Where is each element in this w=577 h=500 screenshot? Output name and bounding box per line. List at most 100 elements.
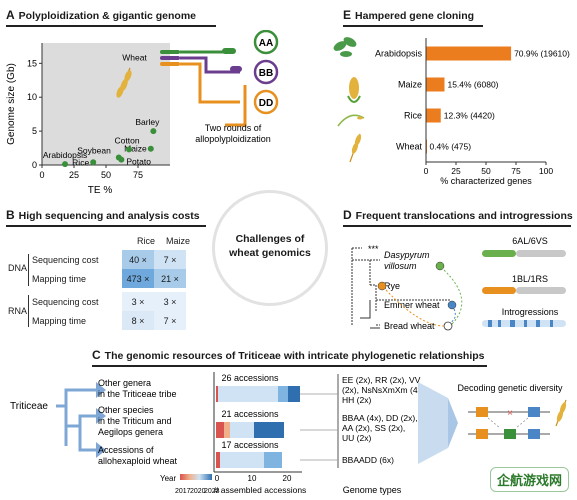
col-rice: Rice	[137, 236, 156, 246]
genome-types-label: Genome types	[343, 485, 402, 495]
subgenome-lines	[160, 48, 242, 104]
decoding-arrow	[418, 382, 448, 464]
bread-wheat-node	[443, 321, 453, 331]
svg-text:20: 20	[283, 474, 292, 483]
table-row: Mapping time 8 × 7 ×	[32, 311, 186, 330]
svg-text:2023: 2023	[204, 488, 220, 495]
table-row: Sequencing cost 40 × 7 ×	[32, 250, 186, 269]
bar-value-label: 15.4% (6080)	[447, 80, 498, 90]
translocation-6al-6vs: 6AL/6VS	[512, 236, 548, 246]
species-dasypyrum: Dasypyrum	[384, 250, 430, 260]
accession-bar-1	[216, 386, 300, 402]
x-tick-label: 75	[511, 166, 521, 176]
subgenome-dd-label: DD	[259, 98, 273, 109]
data-point	[62, 161, 69, 168]
svg-text:***: ***	[368, 244, 379, 254]
point-label: Potato	[126, 157, 151, 167]
species-rye: Rye	[384, 281, 400, 291]
data-point	[126, 146, 133, 153]
rna-label: RNA	[8, 306, 28, 316]
svg-text:2020: 2020	[190, 488, 206, 495]
rye-node	[377, 281, 387, 291]
x-tick-label: 100	[539, 166, 553, 176]
bar	[426, 46, 512, 61]
x-tick-label: 25	[451, 166, 461, 176]
genome-type-line: BBAA (4x), DD (2x),	[342, 413, 418, 423]
arabidopsis-icon	[333, 37, 357, 57]
center-title: Challenges of wheat genomics	[229, 233, 311, 259]
panel-d-underline	[343, 225, 571, 227]
genome-type-line: EE (2x), RR (2x), VV	[342, 375, 421, 385]
point-label: Cotton	[115, 135, 140, 145]
polyploidization-connector	[225, 85, 247, 127]
subgenome-aa-circle	[253, 30, 279, 55]
panel-c-resources: Triticeae Other genera in the Triticeae …	[10, 372, 567, 495]
accession-bar-3	[216, 452, 282, 468]
species-bread-wheat: Bread wheat	[384, 321, 435, 331]
svg-text:Aegilops genera: Aegilops genera	[98, 427, 163, 437]
genome-type-line: UU (2x)	[342, 433, 371, 443]
maize-icon	[347, 77, 361, 103]
accessions-count: 26 accessions	[221, 373, 279, 383]
caption-line-1: Two rounds of	[205, 123, 262, 133]
y-tick-label: 5	[32, 126, 37, 136]
bar	[426, 108, 441, 123]
phylogeny-tree	[56, 388, 96, 452]
year-legend-label: Year	[160, 474, 177, 483]
bar-value-label: 12.3% (4420)	[444, 111, 495, 121]
subgenome-bb-circle	[253, 59, 279, 85]
center-ring	[212, 190, 328, 306]
svg-text:0: 0	[215, 474, 220, 483]
svg-text:villosum: villosum	[384, 261, 417, 271]
translocation-1bl-1rs: 1BL/1RS	[512, 274, 548, 284]
bar-value-label: 70.9% (19610)	[514, 49, 570, 59]
dna-label: DNA	[8, 263, 28, 273]
wheat-icon	[555, 399, 567, 427]
x-tick-label: 50	[481, 166, 491, 176]
x-tick-label: 0	[39, 170, 44, 180]
bar-value-label: 0.4% (475)	[429, 142, 471, 152]
x-tick-label: 75	[133, 170, 143, 180]
svg-text:2017: 2017	[175, 488, 191, 495]
triticeae-label: Triticeae	[10, 401, 48, 412]
panel-a-underline	[6, 25, 216, 27]
category-label: Rice	[404, 111, 422, 121]
y-tick-label: 0	[32, 160, 37, 170]
panel-e-underline	[343, 25, 483, 27]
y-axis-label: Genome size (Gb)	[6, 63, 17, 145]
accessions-count: 17 accessions	[221, 440, 279, 450]
svg-text:in the Triticeae tribe: in the Triticeae tribe	[98, 389, 177, 399]
category-label: Wheat	[396, 142, 423, 152]
subgenome-dd-circle	[253, 89, 279, 115]
x-tick-label: 50	[101, 170, 111, 180]
data-point	[90, 159, 97, 166]
x-tick-label: 25	[69, 170, 79, 180]
cost-table: Sequencing cost 40 × 7 × Mapping time 47…	[32, 250, 186, 330]
category-label: Maize	[398, 80, 422, 90]
panel-c-underline	[92, 365, 487, 367]
col-maize: Maize	[166, 236, 191, 246]
point-label: Barley	[135, 117, 160, 127]
x-axis-label: TE %	[88, 185, 113, 196]
svg-text:allohexaploid wheat: allohexaploid wheat	[98, 456, 178, 466]
decoding-label: Decoding genetic diversity	[457, 383, 563, 393]
group-allohexaploid: Accessions of	[98, 445, 154, 455]
x-axis-label: % characterized genes	[440, 176, 532, 186]
caption-line-2: allopolyploidization	[195, 134, 271, 144]
y-tick-label: 15	[27, 58, 37, 68]
dasypyrum-node	[435, 261, 445, 271]
table-row: Sequencing cost 3 × 3 ×	[32, 292, 186, 311]
genome-type-line: (2x), NsNsXmXm (4x),	[342, 385, 427, 395]
point-label: Rice	[72, 157, 89, 167]
svg-text:in the Triticum and: in the Triticum and	[98, 416, 172, 426]
group-other-species: Other species	[98, 405, 154, 415]
rice-icon	[337, 114, 365, 127]
point-label: Wheat	[122, 53, 147, 63]
y-tick-label: 10	[27, 92, 37, 102]
rna-bracket	[28, 295, 29, 327]
